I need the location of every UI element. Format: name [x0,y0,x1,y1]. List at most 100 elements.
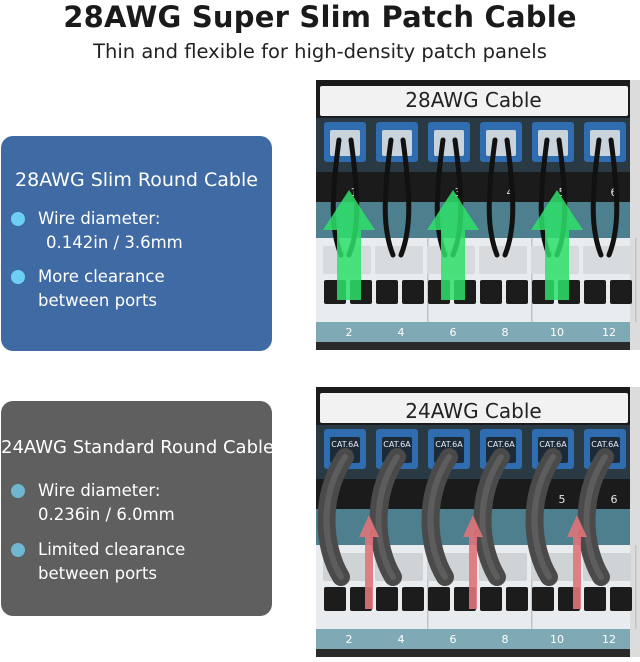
page-subtitle: Thin and flexible for high-density patch… [93,40,547,63]
bottom-number-strip [316,322,630,342]
bottom-jack [480,280,502,304]
slim-cable-label: 28AWG Cable [405,88,542,112]
label-strip [320,86,628,116]
jack-label: CAT.6A [331,440,359,449]
bullet-dot-icon [11,212,25,226]
port-divider [427,238,429,322]
slim-cable-card: 28AWG Slim Round Cable Wire diameter: 0.… [1,136,272,351]
clearance-arrow-icon [427,190,479,300]
slim-bullet-clearance-line2: between ports [38,291,158,310]
bottom-jack [584,280,606,304]
bottom-jack [480,587,502,611]
bottom-jack [376,280,398,304]
bottom-port-number: 10 [550,633,564,646]
bottom-port-number: 2 [346,326,353,339]
jack-label: CAT.6A [487,440,515,449]
bullet-dot-icon [11,270,25,284]
plug-housing [375,246,423,274]
bottom-port-number: 10 [550,326,564,339]
bottom-jack [428,587,450,611]
thick-cable-highlight [583,454,608,580]
bottom-port-number: 12 [602,326,616,339]
jack-label: CAT.6A [539,440,567,449]
clearance-arrow-icon [531,190,583,300]
panel-edge [630,387,640,657]
bottom-port-number: 4 [398,326,405,339]
top-jack-insert [434,130,464,156]
bottom-port-number: 6 [450,326,457,339]
standard-cable-card: 24AWG Standard Round Cable Wire diameter… [1,401,274,616]
plug-housing [583,246,631,274]
port-divider [531,545,533,629]
slim-cable [502,137,516,258]
plug-housing [479,246,527,274]
bottom-port-number: 12 [602,633,616,646]
jack-label: CAT.6A [383,440,411,449]
standard-bullet-clearance-line2: between ports [38,564,158,583]
bottom-jack [376,587,398,611]
port-divider [635,238,637,322]
clearance-arrow-icon [463,515,483,609]
slim-cable [606,137,620,258]
thick-cable-highlight [427,454,452,580]
clearance-arrow-icon [323,190,375,300]
bottom-jack [610,280,632,304]
bottom-jack [532,587,554,611]
clearance-arrow-icon [359,515,379,609]
bottom-jack [584,587,606,611]
slim-bullet-diameter-line2: 0.142in / 3.6mm [46,233,183,252]
slim-cable [398,137,412,258]
thick-cable-highlight [323,454,348,580]
slim-cable [486,137,500,258]
slim-card-title: 28AWG Slim Round Cable [15,169,258,191]
slim-bullet-diameter-line1: Wire diameter: [38,209,161,228]
bottom-jack [506,280,528,304]
top-jack-insert [590,130,620,156]
top-port-number: 5 [559,493,566,506]
bullet-dot-icon [11,484,25,498]
bottom-port-number: 8 [502,326,509,339]
bottom-port-number: 6 [450,633,457,646]
bottom-port-number: 8 [502,633,509,646]
top-jack-insert [486,130,516,156]
bottom-port-number: 4 [398,633,405,646]
bottom-number-strip [316,629,630,649]
standard-bullet-diameter-line1: Wire diameter: [38,481,161,500]
jack-label: CAT.6A [435,440,463,449]
bottom-edge [316,649,630,657]
top-jack-insert [330,130,360,156]
thick-cable-highlight [375,454,400,580]
page-title: 28AWG Super Slim Patch Cable [63,0,577,34]
standard-bullet-diameter-line2: 0.236in / 6.0mm [38,505,175,524]
panel-edge [630,80,640,350]
bottom-port-number: 2 [346,633,353,646]
bottom-jack [402,587,424,611]
thick-cable-highlight [531,454,556,580]
standard-cable-label: 24AWG Cable [405,399,542,423]
top-port-number: 6 [611,493,618,506]
bottom-jack [610,587,632,611]
label-strip [320,393,628,423]
upper-band [316,118,630,172]
slim-cable [382,137,396,258]
bottom-edge [316,342,630,350]
jack-label: CAT.6A [591,440,619,449]
clearance-arrow-icon [567,515,587,609]
port-divider [427,545,429,629]
port-divider [531,238,533,322]
bottom-jack [506,587,528,611]
port-divider [635,545,637,629]
slim-bullet-clearance-line1: More clearance [38,267,165,286]
slim-cable [590,137,604,258]
bullet-dot-icon [11,543,25,557]
top-jack-insert [382,130,412,156]
standard-bullet-clearance-line1: Limited clearance [38,540,186,559]
bottom-jack [324,587,346,611]
bottom-jack [402,280,424,304]
thick-cable-highlight [479,454,504,580]
top-jack-insert [538,130,568,156]
